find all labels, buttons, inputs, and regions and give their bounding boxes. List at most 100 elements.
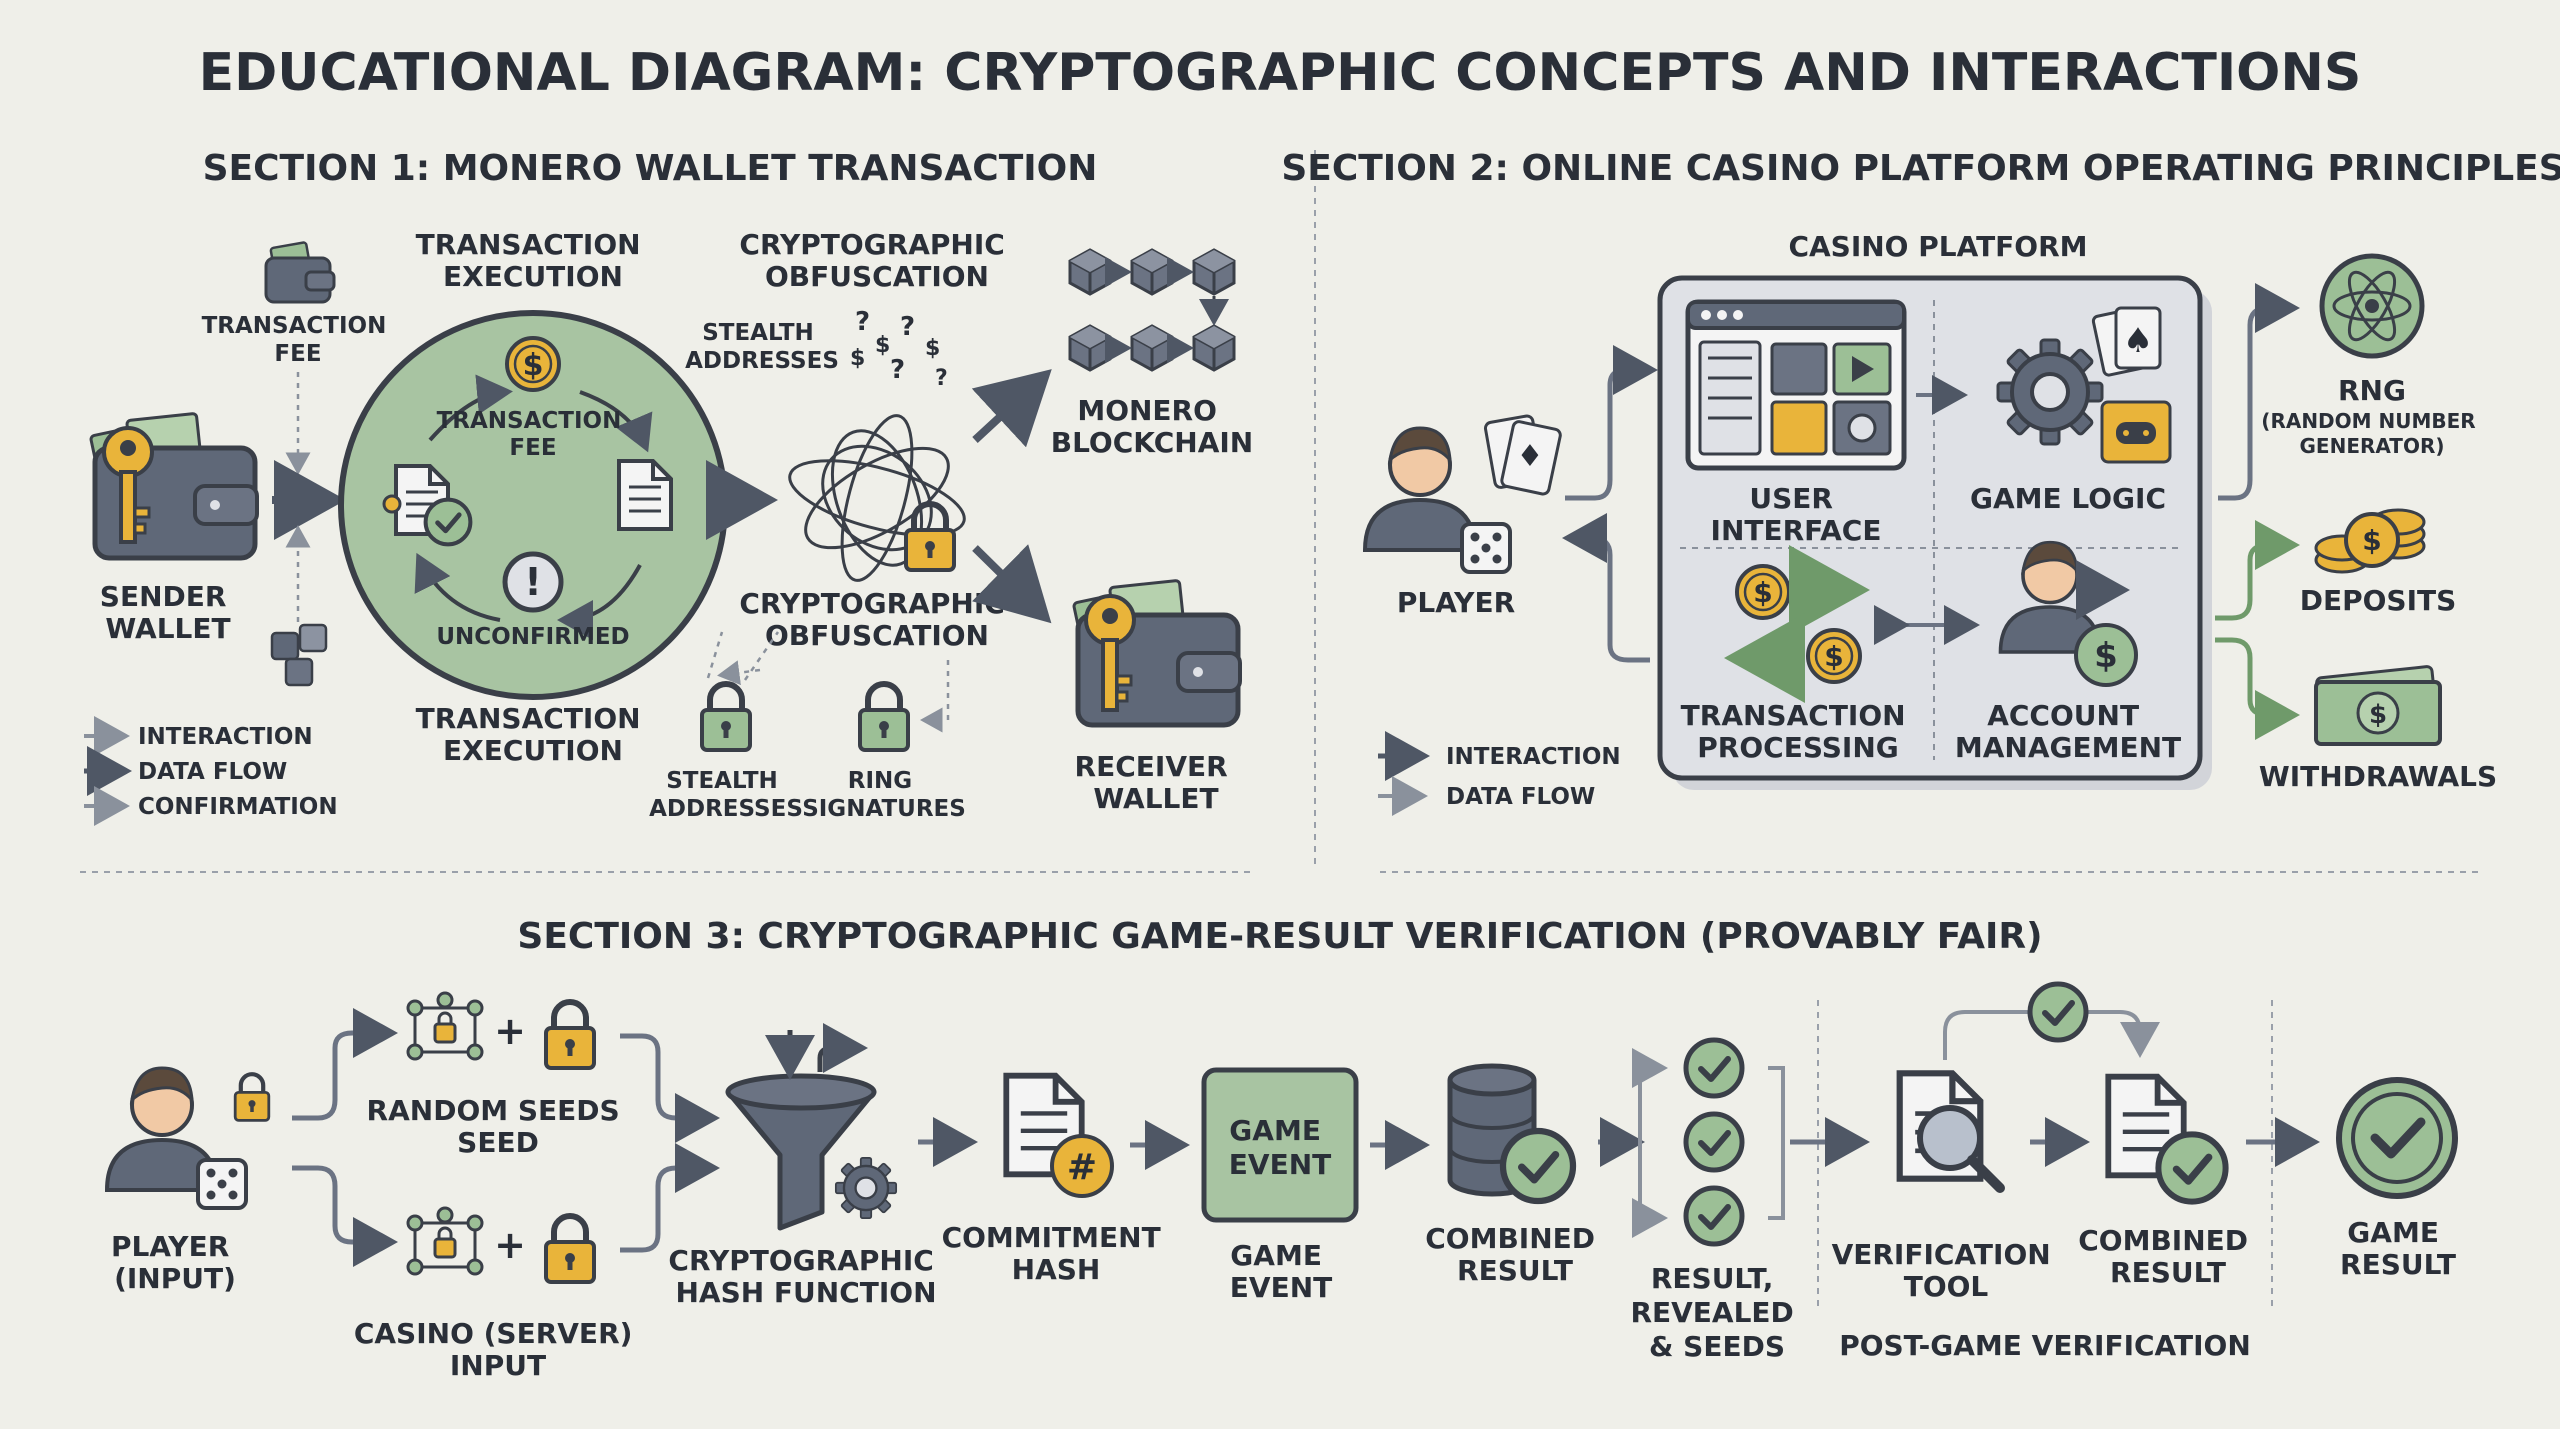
processing-to-player-arrow (1562, 513, 1650, 663)
account-management-label: ACCOUNT MANAGEMENT (1955, 699, 2181, 764)
game-logic-gear-icon (1996, 338, 2104, 446)
document-check-icon (382, 464, 470, 544)
commitment-hash-label: COMMITMENT HASH (942, 1221, 1171, 1286)
transaction-execution-bottom-label: TRANSACTION EXECUTION (416, 702, 651, 767)
deposits-coins-icon: $ (2314, 508, 2426, 574)
svg-text:$: $ (875, 333, 890, 358)
obfuscation-to-stealth-dashed (717, 660, 761, 686)
unconfirmed-label: UNCONFIRMED (436, 624, 629, 650)
transaction-execution-top-label: TRANSACTION EXECUTION (416, 228, 651, 293)
rng-full-label: (RANDOM NUMBER GENERATOR) (2261, 409, 2482, 458)
section-2-heading: SECTION 2: ONLINE CASINO PLATFORM OPERAT… (1281, 148, 2560, 189)
ring-signatures-label: RING SIGNATURES (802, 768, 966, 822)
svg-text:#: # (1067, 1147, 1097, 1188)
svg-text:$: $ (1753, 576, 1772, 609)
casino-input-network-icon (406, 1206, 484, 1276)
casino-plus-symbol: + (494, 1223, 526, 1267)
player-to-ui-arrow (1565, 345, 1658, 501)
post-game-verification-label: POST-GAME VERIFICATION (1839, 1329, 2251, 1362)
svg-text:♠: ♠ (2123, 321, 2153, 361)
player-to-seeds-arrow (292, 1008, 398, 1121)
coin-dollar-icon: $ (505, 336, 561, 392)
rng-atom-icon (2319, 253, 2425, 359)
svg-text:?: ? (900, 312, 915, 342)
fee-wallet-icon (264, 241, 336, 304)
combined-document-check-icon (2158, 1134, 2225, 1201)
revealed-check-1-icon (1686, 1040, 1742, 1096)
svg-text:$: $ (523, 348, 544, 383)
loop-check-icon (2030, 984, 2086, 1040)
document-icon (617, 459, 673, 531)
hash-funnel-icon (725, 1023, 877, 1231)
hash-gear-icon (834, 1156, 898, 1220)
casino-input-label: CASINO (SERVER) INPUT (354, 1317, 642, 1382)
verification-tool-label: VERIFICATION TOOL (1832, 1238, 2061, 1303)
transaction-fee-top-label: TRANSACTION FEE (202, 313, 395, 367)
user-interface-window-icon (1685, 299, 1907, 471)
transaction-processing-label: TRANSACTION PROCESSING (1681, 699, 1916, 764)
crypto-obfuscation-top-label: CRYPTOGRAPHIC OBFUSCATION (739, 228, 1014, 293)
cards-icon: ♠ (2091, 306, 2162, 377)
player-dice-icon (1460, 522, 1512, 574)
cluster-icon (270, 623, 328, 687)
question-marks-icon: ? $ ? $ $ ? ? (850, 307, 948, 391)
revealed-check-3-icon (1686, 1188, 1742, 1244)
cycle-arrow-bottom-right (557, 564, 642, 640)
gamepad-icon (2100, 400, 2172, 464)
svg-text:$: $ (2362, 524, 2381, 557)
crypto-obfuscation-bottom-label: CRYPTOGRAPHIC OBFUSCATION (739, 587, 1014, 652)
verification-loop-arrow-right (2088, 1010, 2160, 1058)
svg-text:$: $ (1824, 640, 1843, 673)
cycle-arrow-right (579, 390, 653, 453)
casino-to-hash-arrow (620, 1143, 720, 1253)
monero-blockchain-label: MONERO BLOCKCHAIN (1051, 394, 1253, 459)
svg-text:$: $ (2369, 700, 2387, 730)
deposits-label: DEPOSITS (2300, 584, 2457, 617)
revealed-bracket-left (1638, 1066, 1655, 1220)
combined-database-icon (1447, 1063, 1537, 1197)
game-result-label: GAME RESULT (2340, 1216, 2456, 1281)
stealth-addresses-top-label: STEALTH ADDRESSES (685, 320, 839, 374)
exclamation-icon: ! (502, 551, 564, 613)
revealed-check-2-icon (1686, 1114, 1742, 1170)
obfuscation-dashed-right (743, 631, 780, 681)
hash-function-label: CRYPTOGRAPHIC HASH FUNCTION (668, 1244, 943, 1309)
result-revealed-label: RESULT, REVEALED & SEEDS (1630, 1262, 1803, 1363)
player-input-lock-icon (235, 1074, 269, 1120)
svg-text:?: ? (935, 366, 948, 391)
stealth-lock-icon (702, 684, 750, 750)
svg-text:?: ? (890, 355, 905, 385)
legend-confirmation: CONFIRMATION (138, 794, 338, 820)
random-seeds-label: RANDOM SEEDS SEED (367, 1094, 630, 1159)
stealth-addresses-bottom-label: STEALTH ADDRESSES (649, 768, 803, 822)
svg-text:$: $ (925, 336, 940, 361)
legend-interaction: INTERACTION (138, 724, 313, 750)
logic-to-rng-arrow (2218, 283, 2300, 501)
svg-text:?: ? (855, 307, 870, 337)
seeds-to-hash-arrow (620, 1033, 720, 1143)
blockchain-icon (1068, 248, 1236, 372)
receiver-wallet-label: RECEIVER WALLET (1075, 750, 1238, 815)
combined-result-2-label: COMBINED RESULT (2078, 1224, 2258, 1289)
platform-to-deposits-arrow (2215, 520, 2300, 621)
game-event-label: GAME EVENT (1230, 1239, 1332, 1304)
game-event-box (1201, 1067, 1359, 1223)
section-3-heading: SECTION 3: CRYPTOGRAPHIC GAME-RESULT VER… (517, 916, 2042, 957)
casino-input-lock-icon (546, 1216, 594, 1282)
section-1-legend: INTERACTION DATA FLOW CONFIRMATION (84, 716, 338, 826)
revealed-bracket-right (1768, 1066, 1785, 1220)
obfuscation-to-blockchain-arrow (971, 369, 1052, 448)
game-logic-label: GAME LOGIC (1970, 482, 2166, 515)
user-interface-label: USER INTERFACE (1711, 482, 1882, 547)
magnifier-icon (1917, 1105, 2005, 1193)
ring-lock-icon (860, 684, 908, 750)
rng-label: RNG (2338, 374, 2406, 407)
cycle-arrow-top (428, 374, 513, 442)
svg-text:$: $ (2094, 636, 2118, 676)
cycle-arrow-bottom-left (414, 552, 501, 622)
svg-text:$: $ (850, 346, 865, 371)
commitment-hash-badge-icon: # (1050, 1134, 1114, 1198)
game-event-box-label: GAME EVENT (1229, 1114, 1331, 1181)
combined-check-icon (1503, 1131, 1573, 1201)
